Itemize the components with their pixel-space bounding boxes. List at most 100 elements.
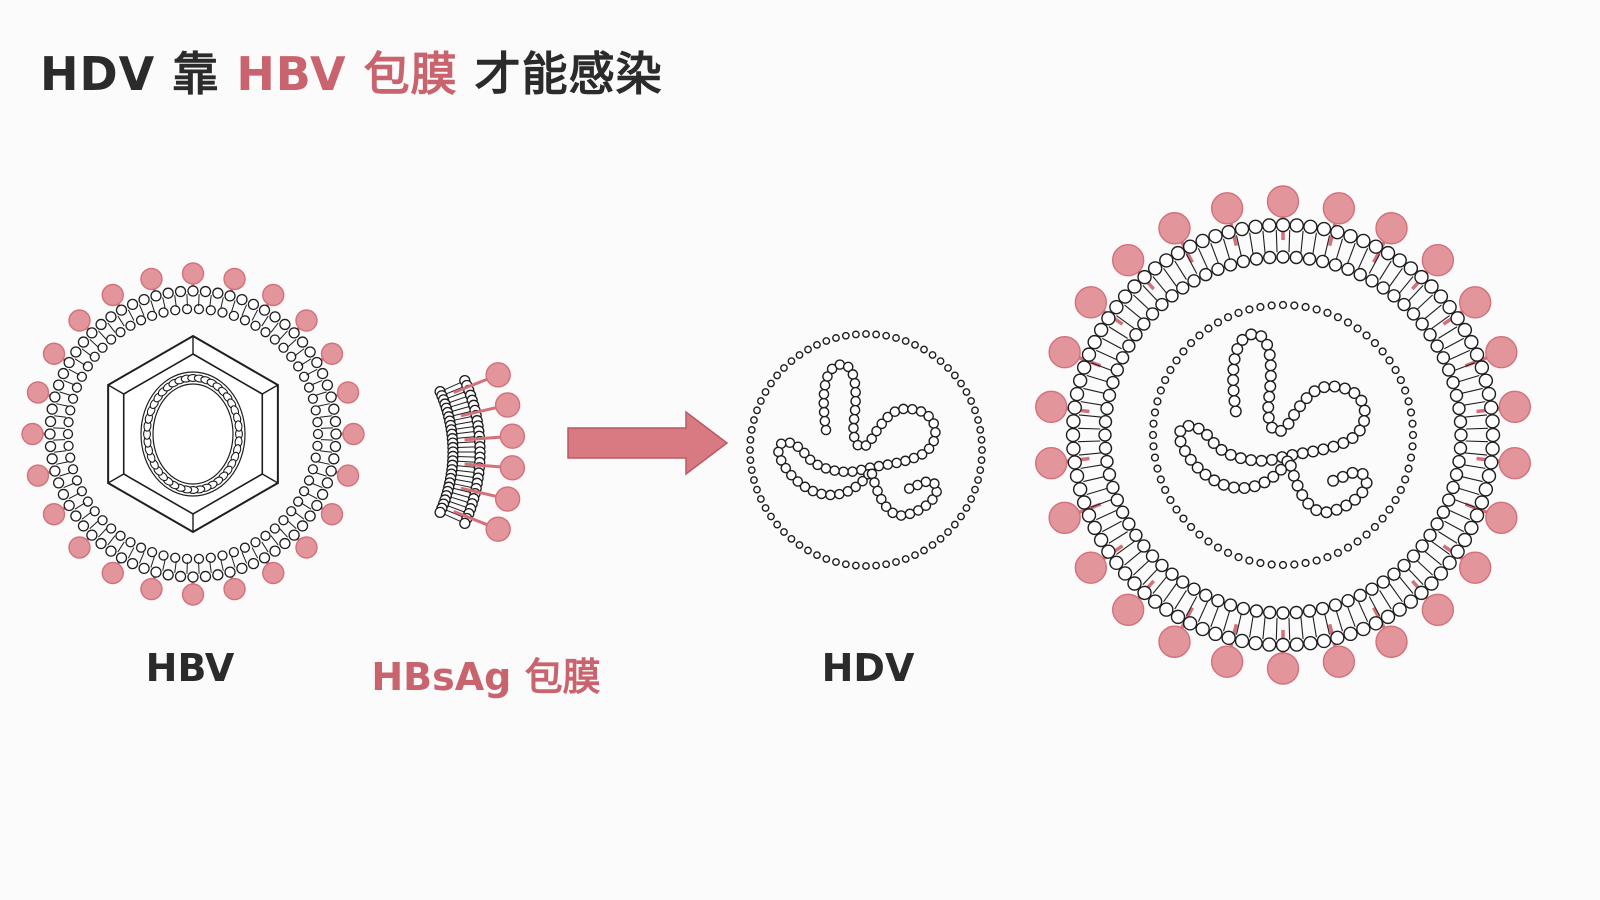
lipid-tail (270, 322, 279, 333)
hdv-rna-bead (1255, 454, 1268, 467)
lipid-head (95, 318, 107, 331)
lipid-head (1276, 606, 1290, 620)
lipid-tail (294, 348, 305, 357)
hdv-rna-bead (1228, 353, 1241, 366)
hdv-rna-bead (1291, 479, 1304, 492)
hdag-protein (746, 446, 754, 454)
hdag-protein (862, 330, 870, 338)
lipid-tail (447, 505, 466, 513)
hdag-protein (1245, 305, 1254, 314)
hdag-protein (928, 541, 937, 549)
hdag-protein (851, 561, 860, 570)
lipid-tail (138, 304, 145, 316)
hdag-protein (851, 330, 860, 339)
lipid-head (1441, 363, 1456, 377)
lipid-tail (1312, 615, 1317, 638)
lipid-head (1353, 588, 1367, 603)
lipid-head (298, 486, 310, 497)
hdag-protein (920, 345, 928, 354)
hdv-rna-bead (804, 454, 816, 466)
lipid-head (1406, 307, 1421, 321)
lipid-head (1065, 427, 1081, 443)
hdv-rna-bead (1217, 478, 1230, 491)
lipid-tail (306, 492, 318, 500)
lipid-tail (1222, 238, 1231, 261)
hdv-rna-bead (825, 489, 836, 501)
hdv-rna-bead (842, 361, 854, 373)
lipid-head (212, 569, 224, 581)
lipid-tail (209, 295, 212, 308)
lipid-head (1248, 636, 1263, 651)
hdag-protein (1312, 305, 1321, 314)
lipid-head (296, 520, 309, 532)
lipid-tail (1124, 550, 1142, 566)
hdv-rna-bead (818, 388, 830, 400)
lipid-tail (63, 482, 75, 489)
hdag-protein (1312, 556, 1321, 565)
lipid-head (57, 488, 70, 501)
hdv-rna-bead (1264, 380, 1277, 393)
hdag-protein (1172, 505, 1181, 514)
lipid-head (1262, 605, 1277, 620)
hdag-protein (1408, 419, 1417, 428)
lipid-head (1076, 495, 1092, 510)
lipid-tail (107, 535, 116, 546)
lipid-head (70, 510, 82, 522)
hdag-protein (936, 357, 945, 366)
hdv-rna-bead (1336, 470, 1349, 483)
lipid-head (1441, 493, 1456, 507)
title-part-hbv-envelope: HBV 包膜 (236, 47, 458, 101)
lipid-tail (1275, 230, 1278, 253)
lipid-tail (1235, 235, 1242, 257)
lipid-head (311, 356, 323, 369)
lipid-head (1452, 454, 1466, 469)
hdag-protein (761, 388, 770, 396)
lipid-head (105, 334, 117, 345)
hdag-protein (1153, 397, 1162, 406)
right-arrow-icon (567, 410, 729, 476)
lipid-tail (1108, 326, 1128, 339)
lipid-head (459, 517, 471, 530)
lipid-tail (1407, 285, 1424, 302)
lipid-head (70, 346, 82, 358)
lipid-head (1102, 467, 1117, 482)
lipid-tail (1288, 617, 1291, 640)
hdv-rna-bead (792, 476, 804, 487)
lipid-tail (1197, 248, 1208, 269)
lipid-head (1176, 281, 1190, 295)
lipid-tail (1444, 520, 1465, 533)
lipid-head (187, 285, 199, 297)
lipid-head (236, 562, 248, 575)
hdv-rna-bead (848, 422, 859, 434)
lipid-head (1072, 482, 1088, 497)
lipid-head (1289, 605, 1304, 620)
hdag-protein (892, 558, 900, 566)
lipid-tail (1096, 349, 1117, 360)
hdv-rna-bead (849, 404, 861, 416)
lipid-tail (1133, 559, 1150, 576)
lipid-head (1392, 602, 1407, 617)
lipid-tail (1163, 583, 1177, 602)
lipid-head (1101, 311, 1116, 326)
lipid-tail (279, 330, 288, 340)
lipid-tail (89, 520, 99, 529)
hdag-protein (746, 456, 755, 465)
lipid-tail (300, 358, 312, 366)
hdag-protein (1323, 553, 1332, 562)
hdv-rna-bead (1234, 452, 1247, 465)
lipid-head (217, 307, 228, 318)
lipid-head (1328, 258, 1343, 272)
lipid-head (115, 552, 128, 564)
lipid-head (312, 440, 323, 452)
hdv-rna-bead (1200, 428, 1213, 441)
lipid-head (1182, 239, 1198, 254)
lipid-head (1234, 633, 1250, 649)
lipid-head (138, 562, 150, 575)
hdv-rna-bead (882, 411, 893, 423)
hdag-protein (1404, 464, 1413, 473)
lipid-tail (1465, 452, 1488, 456)
lipid-head (105, 523, 117, 534)
hdag-protein (1256, 558, 1265, 568)
lipid-tail (1300, 230, 1304, 253)
hdv-rna-bead (928, 418, 940, 429)
